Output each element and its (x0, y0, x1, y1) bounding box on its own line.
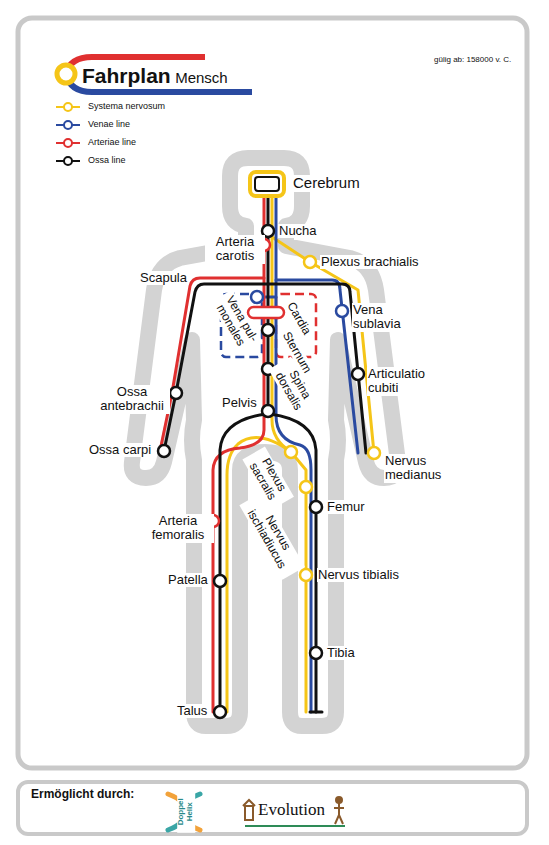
station-label: Arteria carotis (205, 235, 265, 264)
sponsor-heading: Ermöglicht durch: (30, 788, 135, 801)
station-label: Pelvis (221, 396, 258, 410)
station-label: Ossa carpi (88, 443, 152, 457)
station-label: Ossa antebrachii (94, 385, 170, 414)
station-label: Talus (176, 704, 208, 718)
map-title: Fahrplan Mensch (82, 64, 228, 87)
station-label: Vena sublavia (352, 303, 412, 332)
legend-text: Ossa line (88, 156, 126, 166)
terminus-label: Cerebrum (292, 175, 361, 192)
legend-sample (55, 155, 81, 167)
station-label: Plexus brachialis (320, 255, 420, 269)
legend-text: Venae line (88, 120, 130, 130)
station-label: Scapula (139, 271, 188, 285)
station-label: Tibia (326, 646, 356, 660)
station-label: Nervus medianus (384, 454, 458, 483)
station-label: Nucha (278, 224, 318, 238)
legend-text: Arteriae line (88, 138, 136, 148)
station-label: Arteria femoralis (142, 514, 214, 543)
legend-sample (55, 119, 81, 131)
sponsor-logo-text: Evolution (257, 801, 326, 820)
station-label: Patella (167, 573, 209, 587)
legend-sample (55, 137, 81, 149)
station-label: Articulatio cubiti (367, 367, 447, 396)
legend-sample (55, 101, 81, 113)
legend-text: Systema nervosum (88, 102, 165, 112)
validity-note: gülig ab: 158000 v. C. (433, 56, 512, 65)
station-label: Nervus tibialis (317, 568, 400, 582)
sponsor-logo-text: Doppel Helix (177, 791, 195, 833)
station-label: Femur (326, 500, 366, 514)
